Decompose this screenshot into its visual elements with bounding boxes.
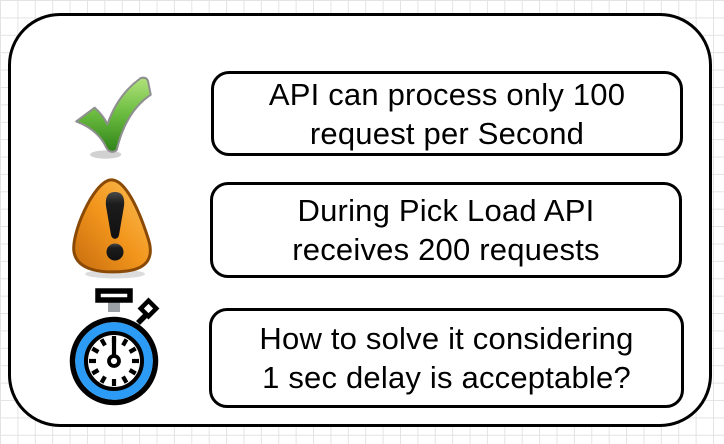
- statement-box-peak-load: During Pick Load API receives 200 reques…: [210, 182, 682, 278]
- statement-box-api-limit: API can process only 100 request per Sec…: [211, 71, 683, 156]
- check-icon: [67, 68, 159, 162]
- statement-line: During Pick Load API: [297, 193, 595, 228]
- main-rounded-panel: API can process only 100 request per Sec…: [8, 13, 712, 427]
- statement-line: How to solve it considering: [259, 321, 634, 356]
- statement-line: 1 sec delay is acceptable?: [262, 360, 631, 395]
- statement-line: request per Second: [309, 115, 585, 151]
- stopwatch-icon: [63, 288, 163, 408]
- warning-icon: [63, 176, 163, 280]
- statement-line: API can process only 100: [268, 76, 626, 112]
- statement-line: receives 200 requests: [292, 232, 600, 267]
- statement-box-question: How to solve it considering 1 sec delay …: [209, 308, 684, 408]
